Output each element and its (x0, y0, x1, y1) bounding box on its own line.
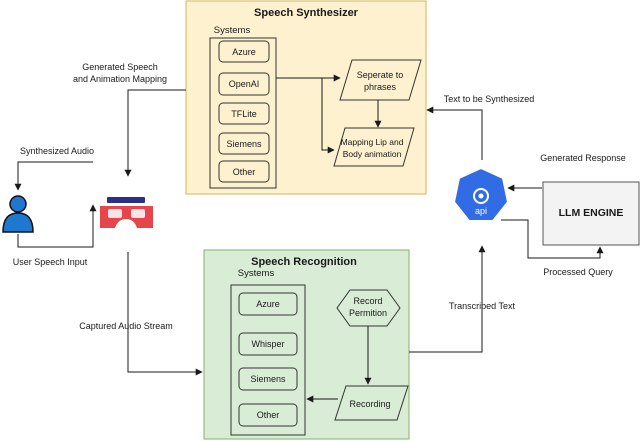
svg-text:Seperate to: Seperate to (357, 70, 404, 80)
label-generated-speech-1: Generated Speech (82, 62, 158, 72)
step-recording: Recording (334, 385, 409, 421)
speech-synthesizer-panel: Speech Synthesizer Systems Azure OpenAI … (185, 0, 427, 195)
svg-text:TFLite: TFLite (231, 109, 257, 119)
arrow-systems-to-mapping (321, 78, 335, 154)
svg-text:Azure: Azure (256, 299, 280, 309)
synth-system-tflite: TFLite (218, 102, 270, 125)
llm-engine-box: LLM ENGINE (542, 181, 640, 246)
recog-systems-group (230, 284, 306, 436)
svg-text:Recording: Recording (349, 399, 390, 409)
speech-recognition-panel: Speech Recognition Systems Azure Whisper… (203, 249, 410, 440)
recog-system-siemens: Siemens (238, 367, 298, 391)
label-captured-audio-stream: Captured Audio Stream (79, 321, 173, 331)
arrow-synth-to-headset (124, 89, 186, 177)
synth-title: Speech Synthesizer (254, 7, 359, 19)
label-generated-response: Generated Response (540, 153, 626, 163)
svg-text:Other: Other (257, 410, 280, 420)
svg-text:Whisper: Whisper (251, 339, 284, 349)
recog-systems-label: Systems (238, 268, 275, 279)
svg-text:Mapping Lip and: Mapping Lip and (341, 137, 404, 147)
recog-title: Speech Recognition (251, 256, 357, 268)
step-separate-phrases: Seperate to phrases (339, 59, 422, 101)
svg-text:Record: Record (353, 296, 382, 306)
svg-text:Body animation: Body animation (343, 149, 402, 159)
label-generated-speech-2: and Animation Mapping (73, 74, 167, 84)
api-icon: api (452, 166, 510, 222)
label-transcribed-text: Transcribed Text (449, 301, 516, 311)
recog-system-whisper: Whisper (238, 332, 298, 356)
synth-system-openai: OpenAI (218, 72, 270, 96)
svg-text:LLM ENGINE: LLM ENGINE (559, 207, 624, 219)
arrow-user-to-headset (17, 204, 97, 248)
svg-text:api: api (475, 206, 487, 216)
synth-system-siemens: Siemens (218, 132, 270, 155)
svg-text:Siemens: Siemens (226, 139, 262, 149)
vr-headset-icon (100, 197, 153, 228)
label-user-speech-input: User Speech Input (13, 257, 88, 267)
svg-text:Other: Other (233, 167, 256, 177)
step-mapping-animation: Mapping Lip and Body animation (333, 127, 415, 167)
svg-text:phrases: phrases (364, 82, 397, 92)
arrow-recognition-to-api (409, 245, 486, 353)
step-record-permission: Record Permition (336, 289, 401, 327)
svg-text:Siemens: Siemens (250, 374, 286, 384)
synth-systems-label: Systems (214, 25, 251, 36)
synth-systems-group (209, 37, 277, 189)
label-synthesized-audio: Synthesized Audio (20, 146, 94, 156)
user-icon (2, 195, 34, 233)
synth-system-other: Other (218, 160, 270, 183)
label-text-to-synthesize: Text to be Synthesized (444, 94, 535, 104)
svg-text:OpenAI: OpenAI (229, 79, 260, 89)
recog-system-other: Other (238, 403, 298, 427)
arrow-api-to-llm (501, 219, 604, 259)
svg-text:Azure: Azure (232, 47, 256, 57)
arrow-headset-to-user (14, 161, 93, 191)
recog-system-azure: Azure (238, 292, 298, 316)
arrow-api-to-synth (426, 106, 483, 160)
arrow-headset-to-recognition (127, 252, 203, 376)
label-processed-query: Processed Query (543, 267, 613, 277)
synth-system-azure: Azure (218, 40, 270, 63)
svg-text:Permition: Permition (349, 308, 387, 318)
